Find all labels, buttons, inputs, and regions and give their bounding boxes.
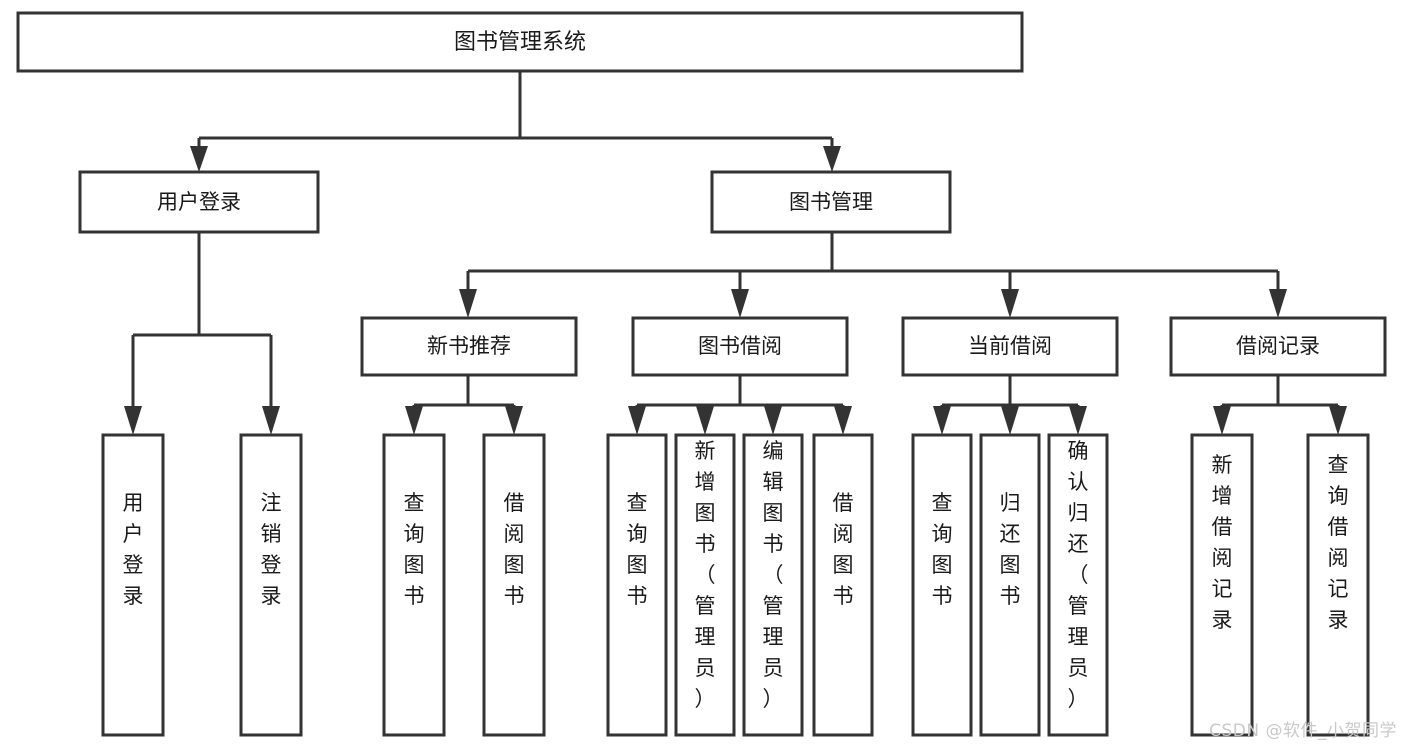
arrow-head-leaf-borrow-book-1 — [505, 406, 523, 435]
node-leaf-query-book-3-box[interactable] — [911, 433, 973, 737]
node-leaf-logout[interactable]: 注销登录 — [239, 433, 303, 737]
arrow-head-book-borrow — [731, 289, 749, 318]
node-book-borrow-label: 图书借阅 — [698, 334, 782, 358]
node-user-login-box[interactable] — [78, 170, 320, 234]
node-leaf-query-record-label: 查询借阅记录 — [1328, 453, 1349, 632]
node-leaf-return-book-box[interactable] — [979, 433, 1041, 737]
node-current-borrow[interactable]: 当前借阅 — [901, 316, 1119, 377]
node-leaf-query-record-box[interactable] — [1306, 433, 1370, 737]
node-leaf-add-book-box[interactable] — [674, 433, 736, 737]
arrow-head-leaf-add-book — [696, 406, 714, 435]
node-book-management-label: 图书管理 — [789, 190, 873, 214]
node-leaf-query-book-3-label: 查询图书 — [932, 491, 953, 608]
arrow-head-borrow-record — [1269, 289, 1287, 318]
arrow-head-leaf-return-book — [1001, 406, 1019, 435]
node-leaf-return-book-label: 归还图书 — [1000, 491, 1021, 608]
node-leaf-add-record-label: 新增借阅记录 — [1212, 453, 1233, 632]
arrow-head-leaf-borrow-book-2 — [834, 406, 852, 435]
node-leaf-borrow-book-1-label: 借阅图书 — [504, 491, 525, 608]
node-leaf-return-book[interactable]: 归还图书 — [979, 433, 1041, 737]
node-borrow-record-label: 借阅记录 — [1236, 334, 1320, 358]
node-leaf-query-book-1-label: 查询图书 — [404, 491, 425, 608]
node-new-book-recommend[interactable]: 新书推荐 — [360, 316, 578, 377]
arrow-head-userlogin — [190, 146, 208, 172]
node-current-borrow-box[interactable] — [901, 316, 1119, 377]
arrow-head-leaf-query-book-1 — [405, 406, 423, 435]
node-leaf-query-book-1-box[interactable] — [382, 433, 446, 737]
node-leaf-user-login-box[interactable] — [101, 433, 165, 737]
arrow-head-leaf-confirm-return — [1069, 406, 1087, 435]
node-leaf-edit-book[interactable]: 编辑图书（管理员） — [742, 433, 804, 737]
node-leaf-logout-box[interactable] — [239, 433, 303, 737]
node-leaf-query-book-2[interactable]: 查询图书 — [606, 433, 668, 737]
arrow-head-current-borrow — [1001, 289, 1019, 318]
node-root-label: 图书管理系统 — [454, 30, 586, 55]
node-leaf-borrow-book-1[interactable]: 借阅图书 — [482, 433, 546, 737]
arrow-head-leaf-user-login — [124, 406, 142, 435]
arrow-head-leaf-logout — [262, 406, 280, 435]
node-book-management-box[interactable] — [710, 170, 952, 234]
node-leaf-add-record-box[interactable] — [1190, 433, 1254, 737]
node-leaf-query-book-2-box[interactable] — [606, 433, 668, 737]
node-leaf-borrow-book-2[interactable]: 借阅图书 — [812, 433, 874, 737]
node-current-borrow-label: 当前借阅 — [968, 334, 1052, 358]
node-borrow-record[interactable]: 借阅记录 — [1169, 316, 1387, 377]
node-leaf-borrow-book-1-box[interactable] — [482, 433, 546, 737]
arrow-head-leaf-query-book-2 — [628, 406, 646, 435]
node-leaf-logout-label: 注销登录 — [261, 491, 282, 608]
node-leaf-add-record[interactable]: 新增借阅记录 — [1190, 433, 1254, 737]
node-leaf-query-book-2-label: 查询图书 — [627, 491, 648, 608]
node-leaf-query-book-1[interactable]: 查询图书 — [382, 433, 446, 737]
node-leaf-query-book-3[interactable]: 查询图书 — [911, 433, 973, 737]
node-leaf-edit-book-label: 编辑图书（管理员） — [763, 439, 784, 711]
node-leaf-user-login-label: 用户登录 — [123, 491, 144, 608]
node-leaf-borrow-book-2-label: 借阅图书 — [833, 491, 854, 608]
node-leaf-confirm-return-label: 确认归还（管理员） — [1068, 439, 1089, 711]
node-user-login[interactable]: 用户登录 — [78, 170, 320, 234]
node-leaf-query-record[interactable]: 查询借阅记录 — [1306, 433, 1370, 737]
arrow-head-new-book-recommend — [459, 289, 477, 318]
connectors — [124, 71, 1347, 435]
node-root[interactable]: 图书管理系统 — [16, 11, 1024, 73]
node-new-book-recommend-box[interactable] — [360, 316, 578, 377]
arrow-head-bookmgmt — [823, 146, 841, 172]
node-leaf-add-book-label: 新增图书（管理员） — [695, 439, 716, 711]
node-root-box[interactable] — [16, 11, 1024, 73]
arrow-head-leaf-add-record — [1213, 406, 1231, 435]
arrow-head-leaf-query-record — [1329, 406, 1347, 435]
arrow-head-leaf-edit-book — [764, 406, 782, 435]
node-user-login-label: 用户登录 — [157, 190, 241, 214]
node-leaf-add-book[interactable]: 新增图书（管理员） — [674, 433, 736, 737]
arrow-head-leaf-query-book-3 — [933, 406, 951, 435]
node-leaf-confirm-return-box[interactable] — [1047, 433, 1109, 737]
node-book-borrow-box[interactable] — [631, 316, 849, 377]
node-borrow-record-box[interactable] — [1169, 316, 1387, 377]
node-leaf-borrow-book-2-box[interactable] — [812, 433, 874, 737]
node-book-borrow[interactable]: 图书借阅 — [631, 316, 849, 377]
node-new-book-recommend-label: 新书推荐 — [427, 334, 511, 358]
node-leaf-confirm-return[interactable]: 确认归还（管理员） — [1047, 433, 1109, 737]
node-book-management[interactable]: 图书管理 — [710, 170, 952, 234]
node-leaf-user-login[interactable]: 用户登录 — [101, 433, 165, 737]
node-leaf-edit-book-box[interactable] — [742, 433, 804, 737]
